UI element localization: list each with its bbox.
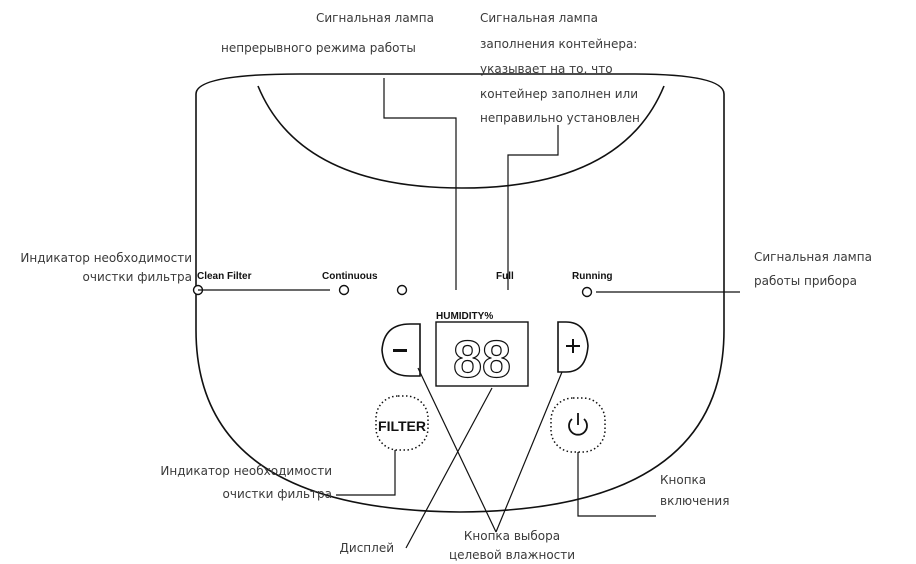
callout-filter-button: Индикатор необходимости очистки фильтра: [160, 464, 332, 501]
callout-full-lamp: Сигнальная лампа заполнения контейнера: …: [480, 11, 640, 125]
svg-text:работы прибора: работы прибора: [754, 274, 857, 288]
label-humidity: HUMIDITY%: [436, 311, 493, 322]
callout-power-button: Кнопка включения: [660, 473, 729, 508]
label-continuous: Continuous: [322, 271, 378, 282]
svg-text:неправильно установлен: неправильно установлен: [480, 111, 640, 125]
leader-plus-button: [495, 371, 563, 533]
callout-running-lamp: Сигнальная лампа работы прибора: [754, 250, 872, 288]
filter-button[interactable]: [375, 395, 429, 451]
svg-text:заполнения контейнера:: заполнения контейнера:: [480, 37, 637, 51]
svg-text:целевой влажности: целевой влажности: [449, 548, 575, 562]
display-digits: 88: [453, 331, 511, 389]
callout-display: Дисплей: [340, 541, 394, 555]
svg-text:Индикатор необходимости: Индикатор необходимости: [20, 251, 192, 265]
svg-text:Сигнальная лампа: Сигнальная лампа: [754, 250, 872, 264]
svg-text:Дисплей: Дисплей: [340, 541, 394, 555]
svg-text:непрерывного режима работы: непрерывного режима работы: [221, 41, 416, 55]
lamp-running: [581, 286, 593, 298]
plus-icon: [566, 339, 580, 353]
label-running: Running: [572, 271, 613, 282]
leader-full: [507, 125, 559, 290]
svg-text:Сигнальная лампа: Сигнальная лампа: [480, 11, 598, 25]
label-full: Full: [496, 271, 514, 282]
svg-text:Кнопка выбора: Кнопка выбора: [464, 529, 560, 543]
power-icon: [568, 413, 588, 436]
top-recess-curve: [257, 85, 665, 189]
leader-power-button: [577, 452, 656, 517]
svg-text:Кнопка: Кнопка: [660, 473, 706, 487]
callout-clean-filter-indicator: Индикатор необходимости очистки фильтра: [20, 251, 192, 284]
leader-filter-button: [336, 450, 396, 496]
callout-continuous-lamp: Сигнальная лампа непрерывного режима раб…: [221, 11, 434, 55]
lamp-full: [396, 284, 408, 296]
svg-text:Сигнальная лампа: Сигнальная лампа: [316, 11, 434, 25]
svg-text:очистки фильтра: очистки фильтра: [223, 487, 332, 501]
svg-text:очистки фильтра: очистки фильтра: [83, 270, 192, 284]
minus-icon: [393, 349, 407, 352]
filter-button-label: FILTER: [378, 418, 426, 434]
svg-text:включения: включения: [660, 494, 729, 508]
leader-minus-button: [417, 367, 497, 533]
svg-text:указывает на то, что: указывает на то, что: [480, 62, 613, 76]
panel-outline: [195, 73, 725, 513]
svg-text:Индикатор необходимости: Индикатор необходимости: [160, 464, 332, 478]
leader-continuous: [383, 78, 457, 290]
lamp-continuous: [338, 284, 350, 296]
label-clean-filter: Clean Filter: [197, 271, 252, 282]
power-button[interactable]: [550, 397, 606, 453]
leader-display: [405, 387, 493, 549]
svg-text:контейнер заполнен или: контейнер заполнен или: [480, 87, 638, 101]
display-frame: [435, 321, 529, 387]
callout-humidity-buttons: Кнопка выбора целевой влажности: [449, 529, 575, 562]
